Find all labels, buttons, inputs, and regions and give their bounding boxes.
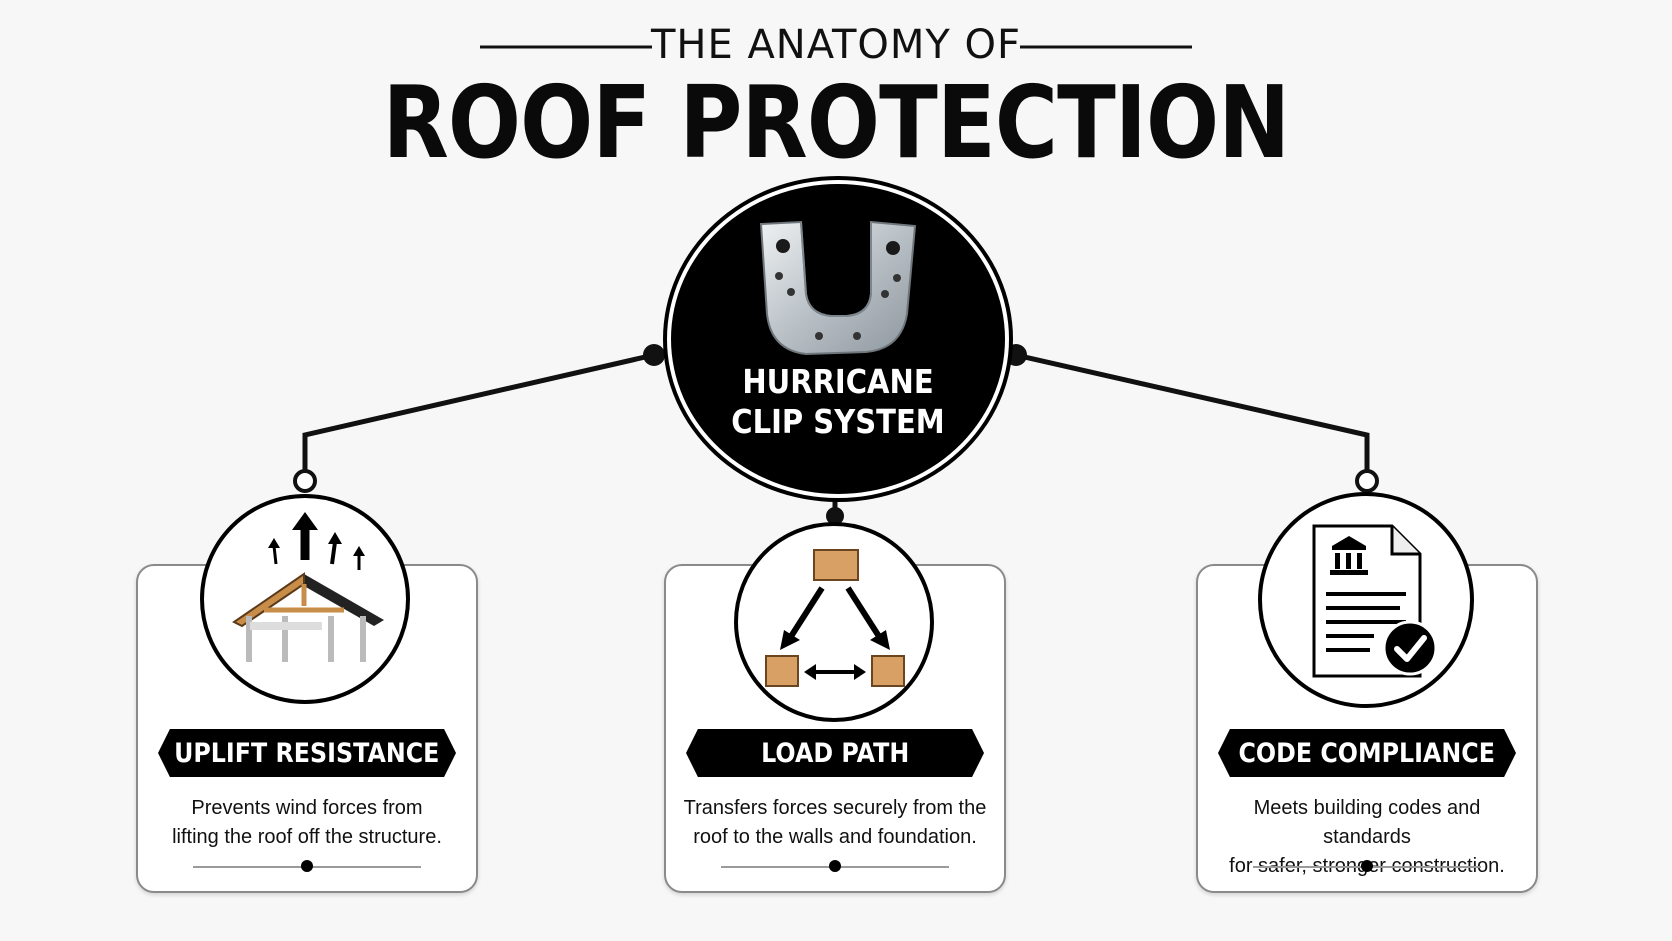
card-divider-dot bbox=[1361, 860, 1373, 872]
title-kicker: THE ANATOMY OF bbox=[650, 22, 1022, 68]
node-ring-left bbox=[293, 469, 317, 493]
card-title-badge: LOAD PATH bbox=[686, 729, 984, 777]
card-uplift-resistance: UPLIFT RESISTANCE Prevents wind forces f… bbox=[136, 564, 478, 893]
uplift-icon-circle bbox=[200, 494, 410, 704]
card-description-line2: lifting the roof off the structure. bbox=[172, 826, 442, 848]
card-title: CODE COMPLIANCE bbox=[1238, 737, 1496, 769]
hub-label: HURRICANE CLIP SYSTEM bbox=[691, 362, 985, 442]
card-description-line1: Meets building codes and standards bbox=[1253, 797, 1481, 848]
card-divider-dot bbox=[301, 860, 313, 872]
hub-label-line1: HURRICANE bbox=[742, 362, 934, 401]
hub-circle: HURRICANE CLIP SYSTEM bbox=[667, 180, 1009, 498]
node-ring-right bbox=[1355, 469, 1379, 493]
card-description-line1: Prevents wind forces from bbox=[191, 797, 423, 819]
connector-left bbox=[302, 352, 655, 478]
code-icon-circle bbox=[1258, 492, 1474, 708]
check-icon bbox=[1382, 620, 1438, 676]
load-path-icon-circle bbox=[734, 522, 934, 722]
card-title-badge: UPLIFT RESISTANCE bbox=[158, 729, 456, 777]
connector-right bbox=[1015, 352, 1370, 478]
card-description: Transfers forces securely from the roof … bbox=[676, 794, 994, 852]
roof-uplift-icon bbox=[232, 512, 384, 662]
page-title: ROOF PROTECTION bbox=[382, 64, 1291, 181]
card-divider-dot bbox=[829, 860, 841, 872]
card-title: UPLIFT RESISTANCE bbox=[174, 737, 440, 769]
hub-label-line2: CLIP SYSTEM bbox=[731, 402, 945, 441]
node-dot-right bbox=[1005, 344, 1027, 366]
card-title-badge: CODE COMPLIANCE bbox=[1218, 729, 1516, 777]
node-dot-center bbox=[826, 507, 844, 525]
card-description: Prevents wind forces from lifting the ro… bbox=[148, 794, 466, 852]
code-document-icon bbox=[1312, 524, 1438, 678]
card-title: LOAD PATH bbox=[760, 737, 910, 769]
hurricane-clip-icon bbox=[759, 220, 917, 356]
node-dot-left bbox=[643, 344, 665, 366]
card-description-line2: roof to the walls and foundation. bbox=[693, 826, 977, 848]
load-path-icon bbox=[765, 549, 905, 687]
card-description-line1: Transfers forces securely from the bbox=[683, 797, 987, 819]
